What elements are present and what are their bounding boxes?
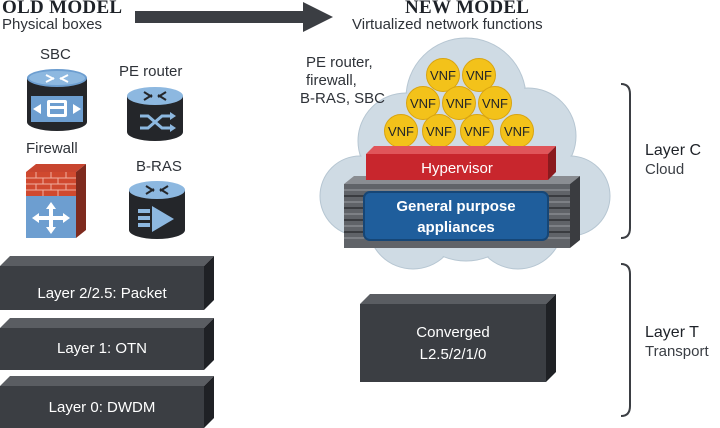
bras-icon — [129, 181, 185, 239]
vnf-circle: VNF — [460, 114, 494, 148]
device-label-sbc: SBC — [40, 46, 71, 63]
layer-box-packet — [0, 256, 214, 310]
layer-label-packet: Layer 2/2.5: Packet — [37, 285, 167, 302]
device-label-firewall: Firewall — [26, 140, 78, 157]
bracket-layer-t — [620, 263, 631, 417]
appliance-label-line2: appliances — [417, 219, 495, 236]
vnf-circle: VNF — [422, 114, 456, 148]
converged-box — [360, 294, 556, 382]
layer-box-otn — [0, 318, 214, 370]
converged-label-line1: Converged — [416, 324, 490, 341]
vnf-label: VNF — [482, 95, 508, 111]
appliance-label-line1: General purpose — [396, 198, 516, 215]
vnf-label: VNF — [430, 67, 456, 83]
new-model-subtitle: Virtualized network functions — [352, 16, 543, 33]
functions-label-line1: PE router, — [306, 54, 373, 71]
layer-c-title: Layer C — [645, 142, 702, 159]
device-label-bras: B-RAS — [136, 158, 182, 175]
old-model-title: OLD MODEL — [2, 0, 123, 18]
bracket-layer-c — [620, 83, 631, 239]
vnf-circle: VNF — [478, 86, 512, 120]
vnf-circle: VNF — [500, 114, 534, 148]
vnf-label: VNF — [464, 123, 490, 139]
layer-label-dwdm: Layer 0: DWDM — [48, 399, 156, 416]
vnf-label: VNF — [504, 123, 530, 139]
functions-label-line2: firewall, — [306, 72, 357, 89]
router-icon — [127, 87, 183, 141]
new-model-title: NEW MODEL — [405, 0, 530, 18]
device-label-pe-router: PE router — [119, 63, 183, 80]
layer-t-subtitle: Transport — [645, 343, 709, 360]
hypervisor-label: Hypervisor — [421, 160, 493, 177]
old-model-subtitle: Physical boxes — [2, 16, 103, 33]
appliance-box — [363, 191, 549, 241]
vnf-circle: VNF — [384, 114, 418, 148]
sbc-icon — [27, 69, 87, 131]
vnf-label: VNF — [466, 67, 492, 83]
vnf-label: VNF — [426, 123, 452, 139]
vnf-label: VNF — [410, 95, 436, 111]
layer-box-dwdm — [0, 376, 214, 428]
vnf-label: VNF — [388, 123, 414, 139]
layer-label-otn: Layer 1: OTN — [56, 340, 148, 357]
vnf-label: VNF — [446, 95, 472, 111]
hypervisor-bar — [366, 146, 556, 180]
vnf-circle: VNF — [406, 86, 440, 120]
layer-c-subtitle: Cloud — [645, 161, 685, 178]
converged-label-line2: L2.5/2/1/0 — [419, 346, 487, 363]
functions-label-line3: B-RAS, SBC — [300, 90, 386, 107]
layer-t-title: Layer T — [645, 324, 699, 341]
firewall-icon — [26, 164, 86, 238]
transition-arrow — [135, 2, 333, 32]
